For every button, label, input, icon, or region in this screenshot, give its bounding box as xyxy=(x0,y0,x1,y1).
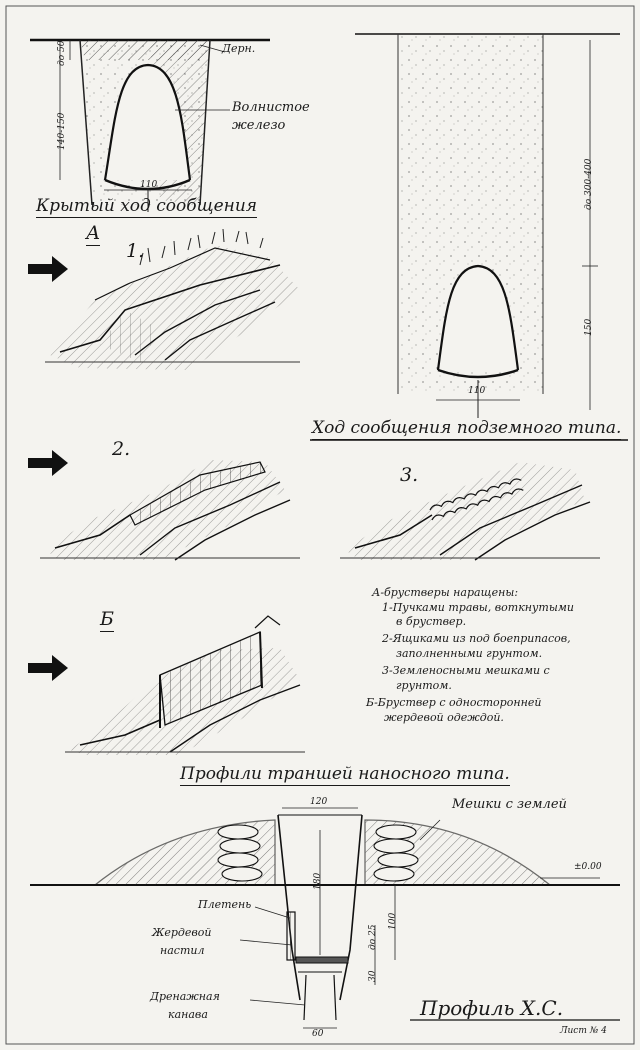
dim-h1-cross: 180 xyxy=(313,872,323,890)
pole-floor-label-1: Жердевой xyxy=(152,926,212,939)
dim-cover-underground: до 300-400 xyxy=(584,158,594,210)
marker-1: 1. xyxy=(126,240,145,262)
cross-section-title: Профиль Х.С. xyxy=(420,996,564,1020)
trench-profiles-title: Профили траншей наносного типа. xyxy=(180,764,510,786)
sheet-border xyxy=(5,5,635,1045)
dim-width-covered: 110 xyxy=(140,180,158,190)
trench-sketch-b xyxy=(65,615,305,755)
note-line: заполненными грунтом. xyxy=(396,647,543,660)
dim-top-covered: до 50 xyxy=(57,40,67,66)
wattle-label: Плетень xyxy=(198,898,252,911)
note-line: А-брустверы наращены: xyxy=(372,586,519,599)
drain-label-2: канава xyxy=(168,1008,208,1021)
note-line: 3-Земленосными мешками с xyxy=(382,664,550,677)
direction-arrows xyxy=(28,256,68,681)
iron-label-1: Волнистое xyxy=(232,100,310,115)
dim-h3-cross: до 25 xyxy=(368,924,378,950)
note-line: грунтом. xyxy=(396,679,452,692)
drain-label-1: Дренажная xyxy=(150,990,220,1003)
trench-sketch-1 xyxy=(45,228,300,370)
level-mark: ±0.00 xyxy=(574,862,602,872)
marker-b: Б xyxy=(100,608,114,632)
note-line: 1-Пучками травы, воткнутыми xyxy=(382,601,574,614)
dim-height-underground: 150 xyxy=(584,318,594,336)
note-line: в бруствер. xyxy=(396,615,467,628)
note-line: 2-Ящиками из под боеприпасов, xyxy=(382,632,571,645)
marker-2: 2. xyxy=(112,438,131,460)
dim-h2-cross: 100 xyxy=(388,912,398,930)
bags-label: Мешки с землей xyxy=(452,797,567,812)
trench-sketch-3 xyxy=(340,462,600,561)
dim-bottom-cross: 60 xyxy=(312,1029,324,1039)
dim-top-cross: 120 xyxy=(310,797,328,807)
note-line: жердевой одеждой. xyxy=(384,711,504,724)
underground-passage-drawing xyxy=(310,33,628,441)
dim-height-covered: 140-150 xyxy=(57,112,67,150)
cross-section-drawing xyxy=(30,807,620,1029)
note-line: Б-Бруствер с односторонней xyxy=(366,696,542,709)
sheet-number: Лист № 4 xyxy=(560,1026,607,1036)
dim-width-underground: 110 xyxy=(468,386,486,396)
covered-passage-drawing xyxy=(30,38,270,212)
underground-passage-title: Ход сообщения подземного типа. xyxy=(312,418,622,440)
dim-h4-cross: 30 xyxy=(368,970,378,982)
marker-3: 3. xyxy=(400,464,419,486)
sod-label: Дерн. xyxy=(222,42,256,55)
marker-a: А xyxy=(86,222,101,246)
pole-floor-label-2: настил xyxy=(160,944,205,957)
iron-label-2: железо xyxy=(232,118,286,133)
trench-sketch-2 xyxy=(40,460,300,561)
covered-passage-title: Крытый ход сообщения xyxy=(36,196,258,218)
